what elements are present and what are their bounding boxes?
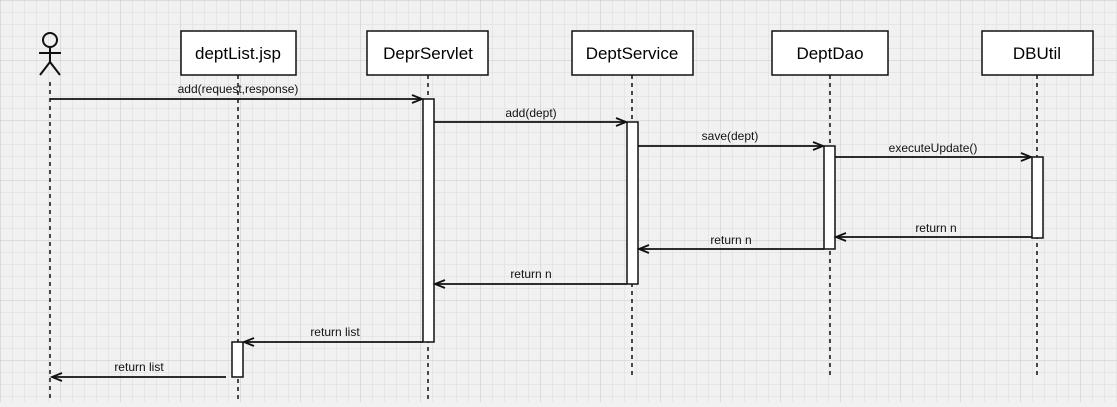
participant-label: DeprServlet [383,44,473,63]
activation-deptlist-jsp [231,341,244,378]
message-label: executeUpdate() [889,141,978,155]
participant-label: DBUtil [1013,44,1061,63]
arrowhead [241,337,255,347]
arrowhead [432,279,446,289]
actor-figure [39,32,61,76]
participant-label: DeptService [586,44,679,63]
message-label: save(dept) [702,129,759,143]
activation-dbutil [1031,156,1044,239]
participant-deptdao[interactable]: DeptDao [771,30,889,76]
message-label: return n [710,233,751,247]
arrowhead [833,232,847,242]
message-label: return n [510,267,551,281]
participant-deptservice[interactable]: DeptService [571,30,694,76]
activation-deprservlet [422,98,435,343]
arrowhead [1020,152,1034,162]
arrowhead [636,244,650,254]
message-label: return list [114,360,164,374]
arrowhead [812,141,826,151]
arrowhead [49,372,63,382]
participant-dbutil[interactable]: DBUtil [981,30,1094,76]
activation-deptdao [823,145,836,250]
participant-deprservlet[interactable]: DeprServlet [366,30,489,76]
message-label: return n [915,221,956,235]
arrowhead [615,117,629,127]
participant-label: deptList.jsp [195,44,281,63]
participant-label: DeptDao [796,44,863,63]
message-label: return list [310,325,360,339]
activation-deptservice [626,121,639,285]
message-label: add(dept) [505,106,556,120]
arrowhead [411,94,425,104]
participant-deptlist-jsp[interactable]: deptList.jsp [180,30,297,76]
message-label: add(request,response) [178,82,299,96]
